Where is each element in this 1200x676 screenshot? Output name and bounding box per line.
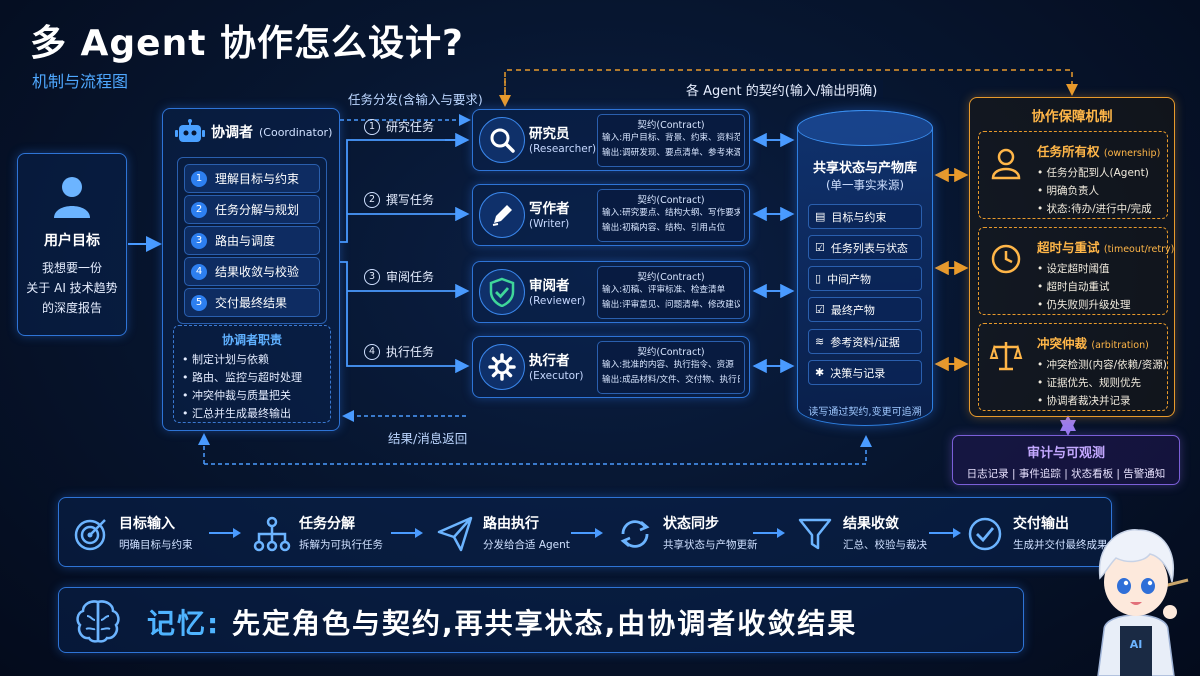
user-goal-title: 用户目标: [44, 233, 100, 249]
robot-icon: [175, 119, 205, 142]
user-goal-line: 的深度报告: [41, 301, 102, 315]
store-top: [797, 110, 933, 146]
scale-icon: [989, 342, 1023, 371]
puzzle-icon: ✱: [815, 366, 825, 379]
tree-icon: [253, 516, 291, 552]
file-icon: ▯: [815, 272, 822, 285]
mascot-illustration: AI: [1097, 529, 1189, 676]
audit-title: 审计与可观测: [1026, 446, 1105, 461]
clock-icon: [991, 244, 1021, 274]
store-item: ▤目标与约束: [808, 204, 922, 229]
audit-subtitle: 日志记录 | 事件追踪 | 状态看板 | 告警通知: [966, 468, 1166, 480]
flow-arrow: [753, 528, 785, 538]
store-item: ✱决策与记录: [808, 360, 922, 385]
role-en: (Writer): [529, 218, 570, 230]
flow-arrow: [929, 528, 961, 538]
duties-title: 协调者职责: [221, 333, 282, 347]
check-circle-icon: [968, 517, 1002, 551]
coordinator-en: (Coordinator): [259, 125, 333, 139]
contract-label: 各 Agent 的契约(输入/输出明确): [680, 80, 884, 99]
shield-check-icon: [479, 269, 525, 315]
store-item: ≋参考资料/证据: [808, 329, 922, 354]
role-contract: 契约(Contract) 输入:研究要点、结构大纲、写作要求 输出:初稿内容、结…: [597, 189, 745, 242]
process-flow: 目标输入明确目标与约束 任务分解拆解为可执行任务 路由执行分发给合适 Agent…: [58, 497, 1112, 567]
store-footer: 读写通过契约,变更可追溯: [808, 407, 922, 418]
user-goal-line: 关于 AI 技术趋势: [26, 281, 118, 295]
shared-store: 共享状态与产物库 (单一事实来源) ▤目标与约束 ☑任务列表与状态 ▯中间产物 …: [797, 110, 933, 426]
role-researcher: 研究员 (Researcher) 契约(Contract) 输入:用户目标、背景…: [472, 109, 750, 171]
checklist-icon: ☑: [815, 241, 825, 254]
role-contract: 契约(Contract) 输入:初稿、评审标准、检查清单 输出:评审意见、问题清…: [597, 266, 745, 319]
check-doc-icon: ☑: [815, 303, 825, 316]
return-label: 结果/消息返回: [388, 431, 468, 446]
role-name: 写作者: [529, 201, 570, 217]
guarantee-ownership: 任务所有权 (ownership) • 任务分配到人(Agent) • 明确负责…: [978, 131, 1168, 219]
guarantee-title: 协作保障机制: [1031, 109, 1113, 125]
person-icon: [991, 148, 1021, 180]
role-en: (Executor): [529, 370, 584, 382]
guarantee-panel: 协作保障机制 任务所有权 (ownership) • 任务分配到人(Agent)…: [969, 97, 1175, 417]
page-subtitle: 机制与流程图: [32, 72, 129, 91]
coordinator-title: 协调者: [211, 125, 253, 141]
user-goal-line: 我想要一份: [41, 261, 102, 275]
duty-item: • 汇总并生成最终输出: [182, 407, 291, 420]
flow-arrow: [571, 528, 603, 538]
mascot-badge: AI: [1130, 638, 1143, 651]
flow-arrow: [209, 528, 241, 538]
role-contract: 契约(Contract) 输入:批准的内容、执行指令、资源 输出:成品材料/文件…: [597, 341, 745, 394]
role-name: 审阅者: [529, 278, 570, 294]
store-title: 共享状态与产物库: [812, 161, 917, 176]
dispatch-label: 任务分发(含输入与要求): [348, 92, 483, 107]
role-name: 研究员: [529, 126, 570, 142]
paper-plane-icon: [437, 516, 473, 552]
store-item: ☑任务列表与状态: [808, 235, 922, 260]
flow-arrow: [391, 528, 423, 538]
role-executor: 执行者 (Executor) 契约(Contract) 输入:批准的内容、执行指…: [472, 336, 750, 398]
store-item: ☑最终产物: [808, 297, 922, 322]
funnel-icon: [798, 518, 832, 550]
sync-icon: [620, 520, 650, 548]
store-item: ▯中间产物: [808, 266, 922, 291]
duty-item: • 路由、监控与超时处理: [182, 371, 302, 384]
brain-icon: [76, 600, 120, 643]
user-icon: [54, 177, 90, 218]
role-name: 执行者: [529, 353, 570, 369]
coordinator-duties: 协调者职责 • 制定计划与依赖 • 路由、监控与超时处理 • 冲突仲裁与质量把关…: [173, 325, 331, 423]
role-en: (Reviewer): [529, 295, 586, 307]
doc-icon: ▤: [815, 210, 826, 223]
user-goal-panel: 用户目标 我想要一份 关于 AI 技术趋势 的深度报告: [17, 153, 127, 336]
guarantee-arbitration: 冲突仲裁 (arbitration) • 冲突检测(内容/依赖/资源) • 证据…: [978, 323, 1168, 411]
role-writer: 写作者 (Writer) 契约(Contract) 输入:研究要点、结构大纲、写…: [472, 184, 750, 246]
duty-item: • 冲突仲裁与质量把关: [182, 389, 291, 402]
memory-banner: 记忆: 先定角色与契约,再共享状态,由协调者收敛结果: [58, 587, 1024, 653]
guarantee-timeout: 超时与重试 (timeout/retry) • 设定超时阈值 • 超时自动重试 …: [978, 227, 1174, 315]
store-subtitle: (单一事实来源): [826, 178, 904, 192]
pen-icon: [479, 192, 525, 238]
stack-icon: ≋: [815, 335, 825, 348]
duty-item: • 制定计划与依赖: [182, 353, 269, 366]
audit-panel: 审计与可观测 日志记录 | 事件追踪 | 状态看板 | 告警通知: [952, 435, 1180, 485]
memory-text: 先定角色与契约,再共享状态,由协调者收敛结果: [231, 607, 858, 640]
page-title: 多 Agent 协作怎么设计?: [30, 23, 464, 64]
gear-icon: [479, 344, 525, 390]
memory-key: 记忆:: [147, 607, 221, 640]
role-contract: 契约(Contract) 输入:用户目标、背景、约束、资料范围 输出:调研发现、…: [597, 114, 745, 167]
contract-arrow: [504, 69, 1078, 104]
role-reviewer: 审阅者 (Reviewer) 契约(Contract) 输入:初稿、评审标准、检…: [472, 261, 750, 323]
target-icon: [74, 519, 106, 551]
role-en: (Researcher): [529, 143, 597, 155]
magnifier-icon: [479, 117, 525, 163]
